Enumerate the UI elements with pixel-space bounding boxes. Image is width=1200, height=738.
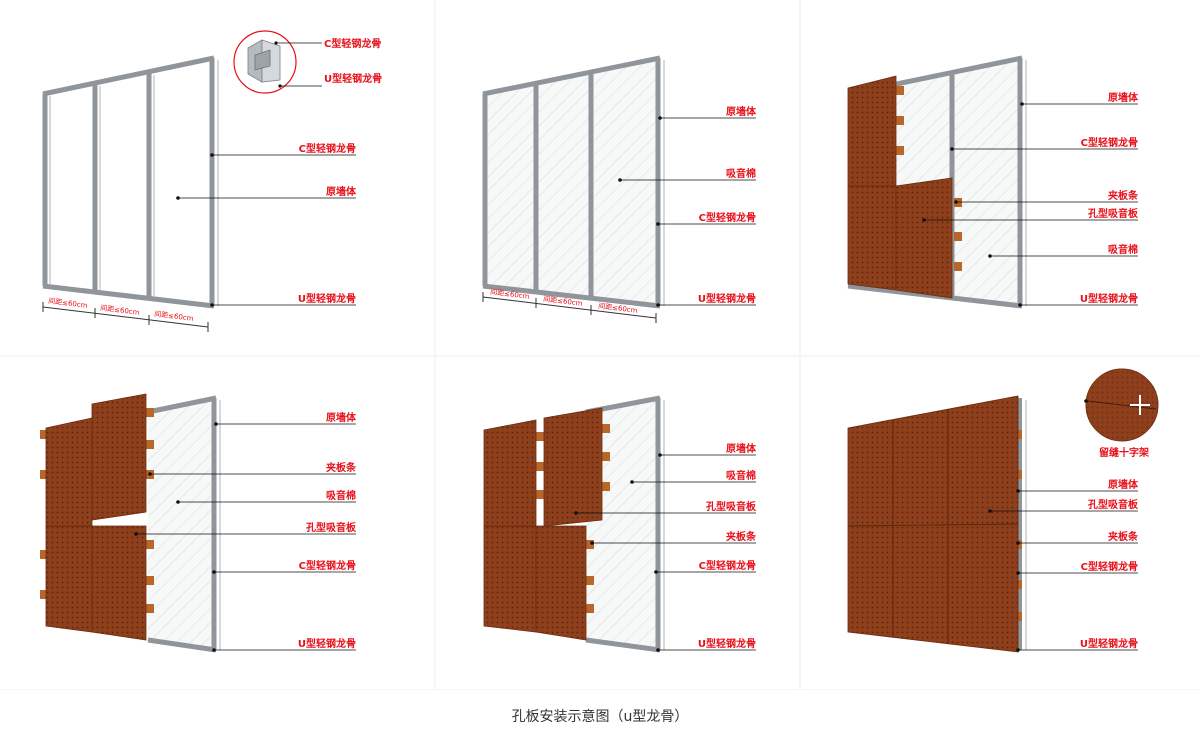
panel-3-label-3: 夹板条 — [1108, 189, 1139, 202]
panel-6-inset-label: 留缝十字架 — [1099, 446, 1149, 459]
panel-1-inset-label-u: U型轻钢龙骨 — [324, 72, 382, 85]
panel-1-label-1: C型轻钢龙骨 — [299, 142, 356, 155]
panel-1-label-2: 原墙体 — [326, 185, 357, 198]
panel-3-label-1: 原墙体 — [1108, 91, 1139, 104]
panel-1-spacing-dimension — [42, 302, 209, 332]
panel-6-label-2: 孔型吸音板 — [1088, 498, 1139, 511]
grid-dividers — [0, 0, 1200, 690]
panel-5-label-3: 孔型吸音板 — [706, 500, 757, 513]
panel-3-boards-step: 原墙体 C型轻钢龙骨 夹板条 孔型吸音板 吸音棉 U型轻钢龙骨 — [847, 55, 1139, 309]
panel-6-label-1: 原墙体 — [1108, 478, 1139, 491]
panel-6-finished-step: 留缝十字架 原墙体 孔型吸音板 夹板条 C型轻钢龙骨 U型轻钢龙骨 — [847, 368, 1159, 653]
panel-4-label-6: U型轻钢龙骨 — [298, 637, 356, 650]
panel-2-label-3: C型轻钢龙骨 — [699, 211, 756, 224]
panel-6-seam-inset — [1084, 368, 1159, 442]
panel-4-label-2: 夹板条 — [326, 461, 357, 474]
panel-5-label-5: C型轻钢龙骨 — [699, 559, 756, 572]
panel-1-wall-frame — [42, 55, 215, 309]
panel-4-label-5: C型轻钢龙骨 — [299, 559, 356, 572]
panel-5-label-1: 原墙体 — [726, 442, 757, 455]
panel-6-label-5: U型轻钢龙骨 — [1080, 637, 1138, 650]
panel-3-label-5: 吸音棉 — [1108, 243, 1138, 256]
panel-4-boards-step: 原墙体 夹板条 吸音棉 孔型吸音板 C型轻钢龙骨 U型轻钢龙骨 — [40, 393, 357, 653]
panel-5-label-6: U型轻钢龙骨 — [698, 637, 756, 650]
panel-1-frame-step: 间距≤60cm 间距≤60cm 间距≤60cm C型轻钢龙骨 U型轻钢龙骨 C型… — [42, 30, 382, 332]
panel-3-label-4: 孔型吸音板 — [1088, 207, 1139, 220]
panel-1-leaders — [178, 154, 356, 306]
panel-2-label-4: U型轻钢龙骨 — [698, 292, 756, 305]
panel-6-label-4: C型轻钢龙骨 — [1081, 560, 1138, 573]
panel-1-profile-inset — [233, 30, 322, 94]
panel-2-label-2: 吸音棉 — [726, 167, 756, 180]
panel-3-label-6: U型轻钢龙骨 — [1080, 292, 1138, 305]
panel-6-label-3: 夹板条 — [1108, 530, 1139, 543]
panel-5-label-2: 吸音棉 — [726, 469, 756, 482]
panel-1-inset-label-c: C型轻钢龙骨 — [324, 37, 381, 50]
installation-diagram: 间距≤60cm 间距≤60cm 间距≤60cm C型轻钢龙骨 U型轻钢龙骨 C型… — [0, 0, 1200, 690]
panel-4-label-4: 孔型吸音板 — [306, 521, 357, 534]
panel-5-label-4: 夹板条 — [726, 530, 757, 543]
panel-5-boards-step: 原墙体 吸音棉 孔型吸音板 夹板条 C型轻钢龙骨 U型轻钢龙骨 — [483, 395, 757, 653]
panel-4-label-3: 吸音棉 — [326, 489, 356, 502]
panel-2-label-1: 原墙体 — [726, 105, 757, 118]
panel-2-wool-step: 间距≤60cm 间距≤60cm 间距≤60cm 原墙体 吸音棉 C型轻钢龙骨 U… — [482, 55, 757, 323]
panel-3-label-2: C型轻钢龙骨 — [1081, 136, 1138, 149]
panel-4-label-1: 原墙体 — [326, 411, 357, 424]
panel-1-label-3: U型轻钢龙骨 — [298, 292, 356, 305]
figure-caption: 孔板安装示意图（u型龙骨） — [511, 709, 689, 725]
